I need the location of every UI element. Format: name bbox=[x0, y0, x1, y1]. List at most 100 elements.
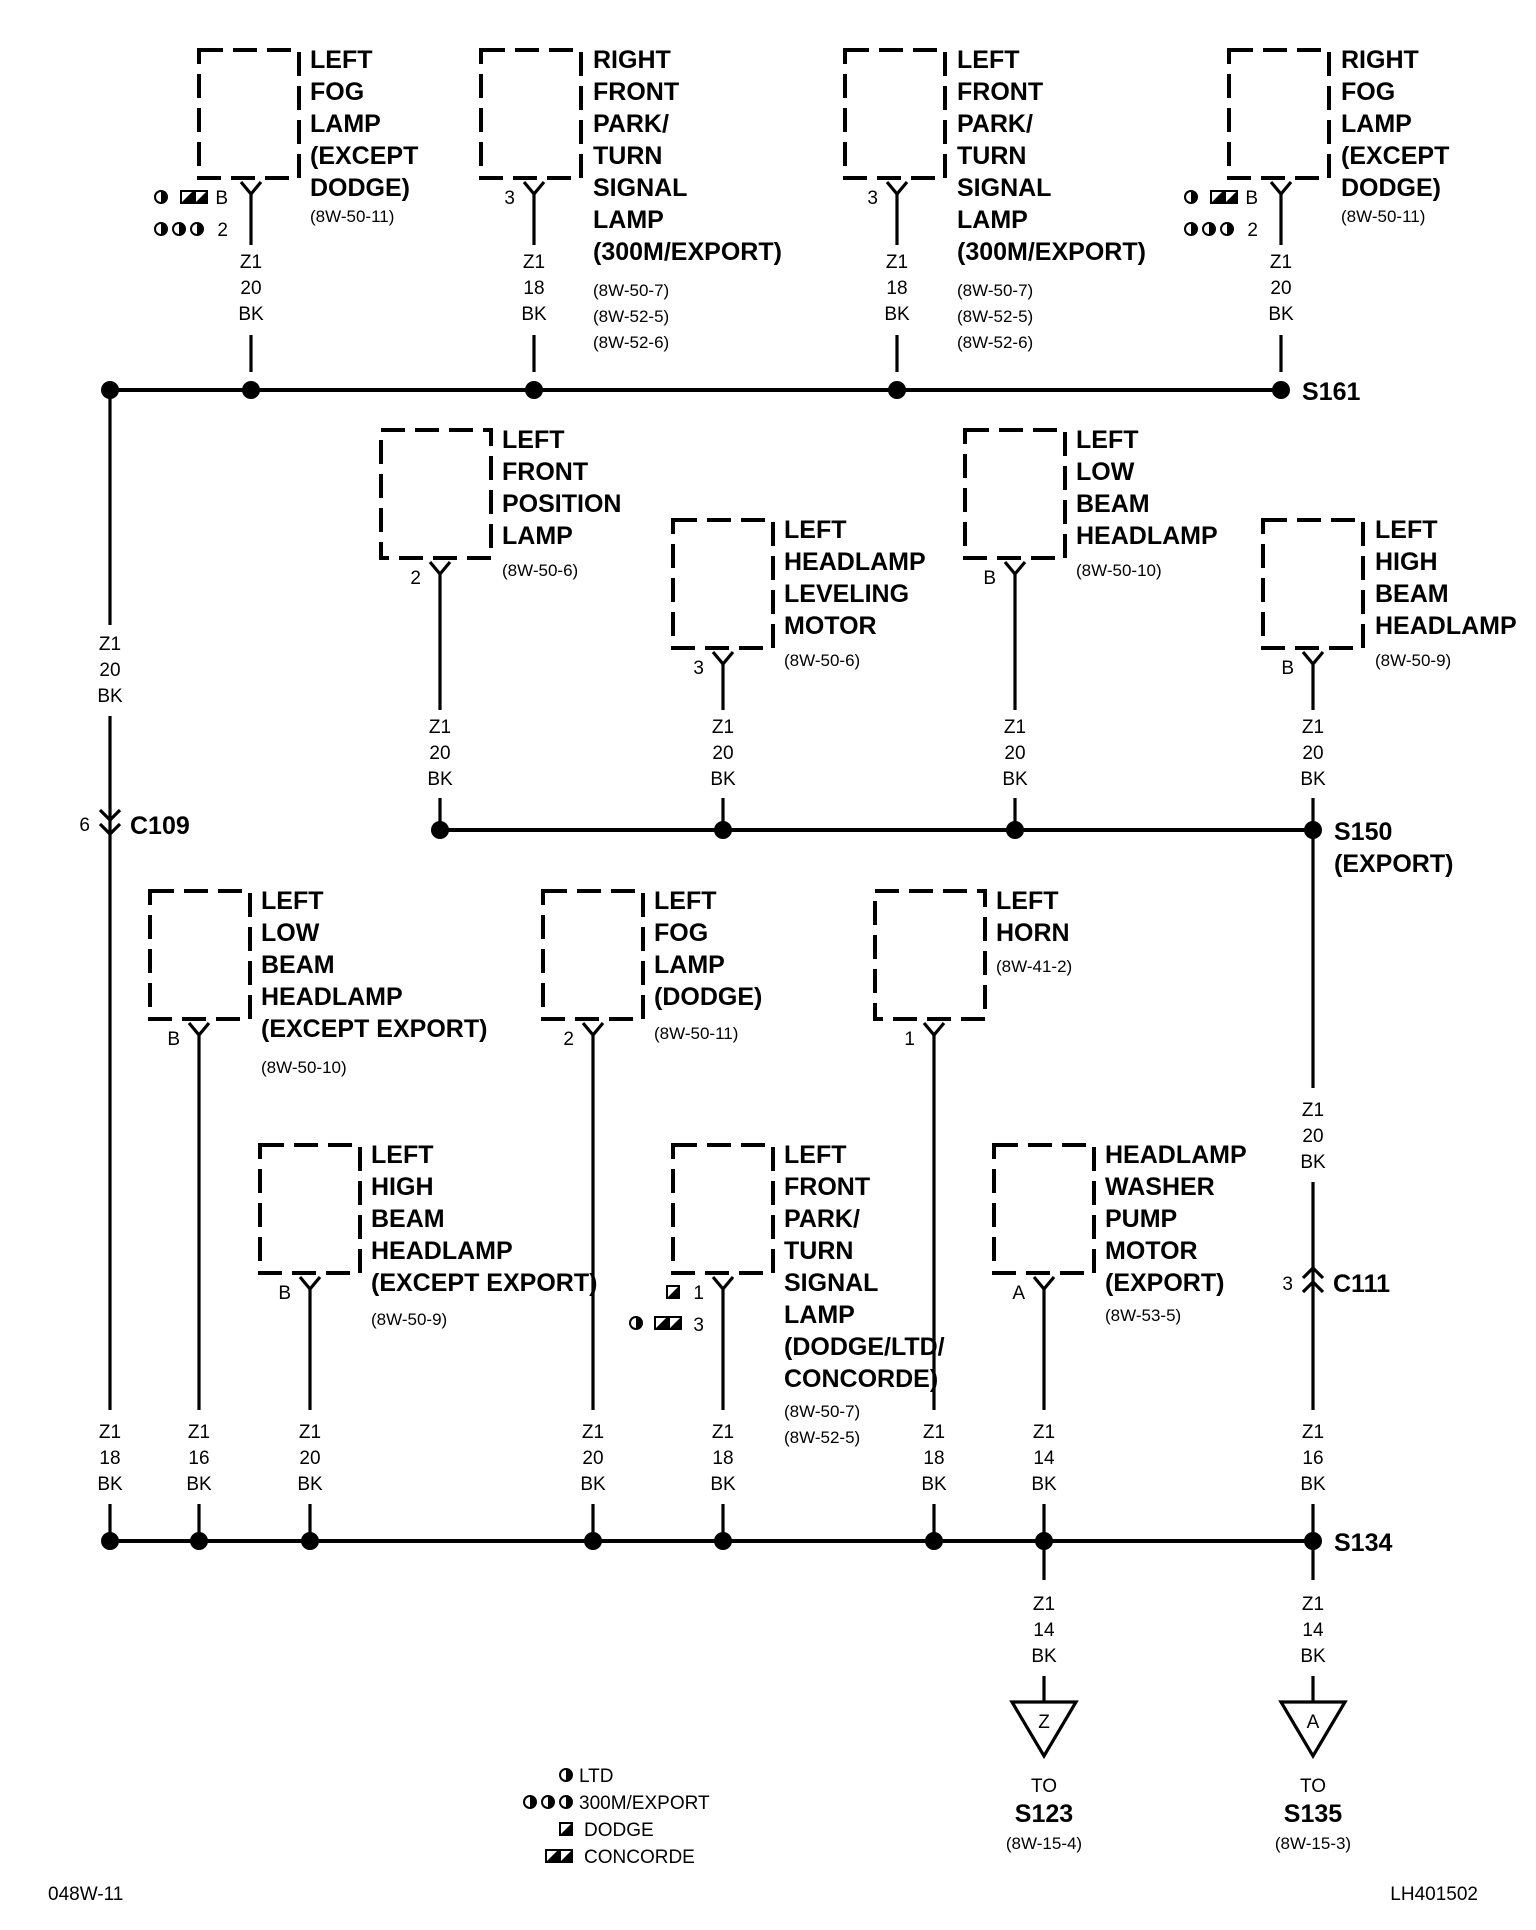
svg-text:300M/EXPORT: 300M/EXPORT bbox=[579, 1793, 710, 1814]
svg-text:S135: S135 bbox=[1284, 1800, 1342, 1828]
dodge-glyph-icon bbox=[666, 1285, 680, 1299]
300m-export-glyph-icon bbox=[1184, 222, 1234, 236]
footer-right-code: LH401502 bbox=[1390, 1884, 1478, 1905]
svg-text:B: B bbox=[167, 1029, 180, 1050]
svg-text:(8W-50-7)(8W-52-5): (8W-50-7)(8W-52-5) bbox=[784, 1402, 860, 1447]
svg-text:B: B bbox=[278, 1283, 291, 1304]
svg-text:(EXPORT): (EXPORT) bbox=[1334, 850, 1453, 878]
svg-text:(8W-50-11): (8W-50-11) bbox=[310, 207, 394, 226]
svg-text:Z: Z bbox=[1038, 1712, 1050, 1733]
svg-text:1: 1 bbox=[904, 1029, 915, 1050]
svg-text:C111: C111 bbox=[1333, 1270, 1390, 1298]
concorde-glyph-icon bbox=[154, 190, 208, 204]
svg-text:3: 3 bbox=[1282, 1274, 1293, 1295]
svg-text:6: 6 bbox=[79, 815, 90, 836]
svg-text:TO: TO bbox=[1300, 1776, 1326, 1797]
svg-text:B: B bbox=[215, 188, 228, 209]
splice-s134: S134 bbox=[101, 1529, 1392, 1557]
svg-text:(8W-53-5): (8W-53-5) bbox=[1105, 1306, 1181, 1325]
connector-c111: 3 C111 bbox=[1282, 1265, 1390, 1298]
svg-text:A: A bbox=[1012, 1283, 1025, 1304]
svg-text:(8W-50-11): (8W-50-11) bbox=[1341, 207, 1425, 226]
ltd-legend-icon bbox=[559, 1768, 573, 1782]
svg-text:3: 3 bbox=[867, 188, 878, 209]
ltd-concorde-glyph-icon bbox=[629, 1316, 682, 1330]
svg-text:S161: S161 bbox=[1302, 378, 1360, 406]
svg-text:(8W-50-7)(8W-52-5)(8W-52-6): (8W-50-7)(8W-52-5)(8W-52-6) bbox=[593, 281, 669, 352]
legend: LTD 300M/EXPORT DODGE CONCORDE bbox=[523, 1766, 710, 1868]
svg-text:3: 3 bbox=[693, 658, 704, 679]
svg-text:B: B bbox=[1281, 658, 1294, 679]
svg-text:(8W-50-9): (8W-50-9) bbox=[371, 1310, 447, 1329]
svg-text:2: 2 bbox=[1247, 220, 1258, 241]
splice-s150: S150 (EXPORT) bbox=[431, 818, 1453, 878]
terminal-a: A TO S135 (8W-15-3) bbox=[1275, 1700, 1351, 1853]
svg-text:TO: TO bbox=[1031, 1776, 1057, 1797]
svg-text:B: B bbox=[1245, 188, 1258, 209]
concorde-legend-icon bbox=[545, 1849, 573, 1863]
svg-text:(8W-15-4): (8W-15-4) bbox=[1006, 1834, 1082, 1853]
svg-text:LTD: LTD bbox=[579, 1766, 613, 1787]
svg-text:3: 3 bbox=[693, 1315, 704, 1336]
svg-text:DODGE: DODGE bbox=[584, 1820, 654, 1841]
svg-text:C109: C109 bbox=[130, 812, 190, 840]
svg-text:(8W-41-2): (8W-41-2) bbox=[996, 957, 1072, 976]
svg-text:S123: S123 bbox=[1015, 1800, 1073, 1828]
300m-export-glyph-icon bbox=[154, 222, 204, 236]
svg-text:(8W-50-6): (8W-50-6) bbox=[784, 651, 860, 670]
300m-export-legend-icon bbox=[523, 1795, 573, 1809]
footer-left-code: 048W-11 bbox=[48, 1884, 123, 1905]
dodge-legend-icon bbox=[559, 1822, 573, 1836]
svg-text:(8W-50-6): (8W-50-6) bbox=[502, 561, 578, 580]
connector-c109: 6 C109 bbox=[79, 808, 190, 840]
svg-text:A: A bbox=[1307, 1712, 1320, 1733]
svg-text:1: 1 bbox=[693, 1283, 704, 1304]
svg-text:2: 2 bbox=[410, 568, 421, 589]
svg-text:(8W-50-10): (8W-50-10) bbox=[261, 1058, 347, 1077]
svg-text:S150: S150 bbox=[1334, 818, 1392, 846]
svg-text:CONCORDE: CONCORDE bbox=[584, 1847, 695, 1868]
svg-text:(8W-50-7)(8W-52-5)(8W-52-6): (8W-50-7)(8W-52-5)(8W-52-6) bbox=[957, 281, 1033, 352]
